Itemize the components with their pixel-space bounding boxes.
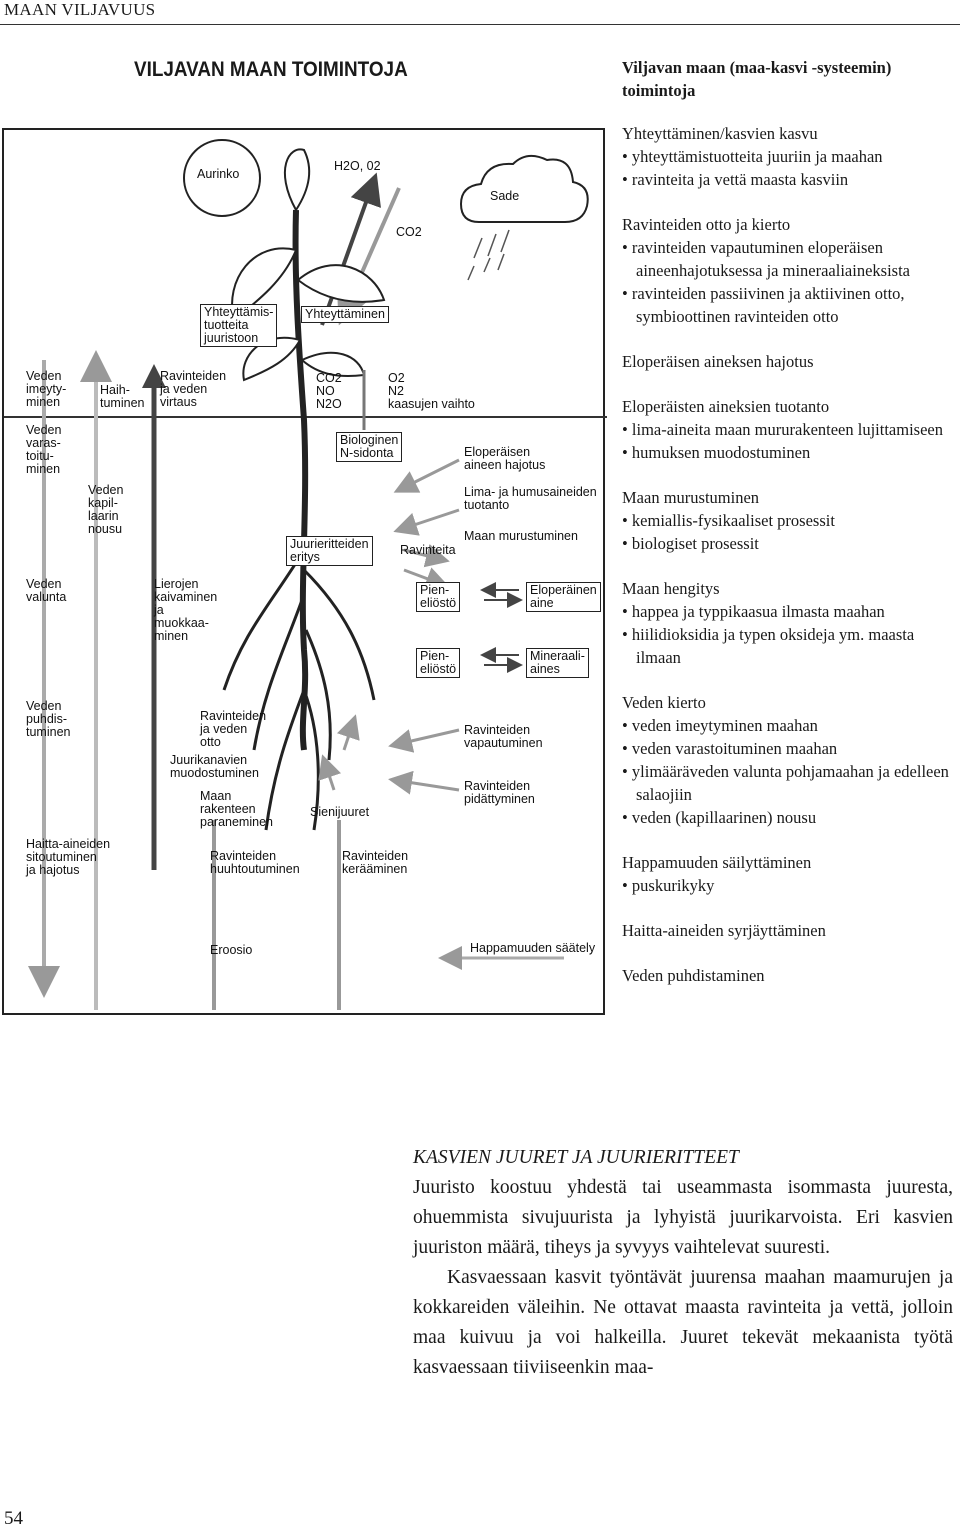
section-heading: Veden puhdistaminen — [622, 966, 765, 985]
section-eloperaisten-tuotanto: Eloperäisten aineksien tuotanto lima-ain… — [622, 395, 958, 464]
section-bullet: veden varastoituminen maahan — [622, 737, 958, 760]
label-juurieritteiden: Juurieritteiden eritys — [286, 536, 373, 566]
header-rule — [0, 24, 960, 25]
section-bullet: biologiset prosessit — [622, 532, 958, 555]
label-kapillaarinousu: Veden kapil- laarin nousu — [88, 483, 124, 536]
section-bullet: puskurikyky — [622, 874, 958, 897]
section-veden-kierto: Veden kierto veden imeytyminen maahan ve… — [622, 691, 958, 829]
section-heading: Ravinteiden otto ja kierto — [622, 215, 791, 234]
label-o2-n2: O2 N2 kaasujen vaihto — [388, 371, 475, 411]
section-bullet: hiilidioksidia ja typen oksideja ym. maa… — [622, 623, 958, 669]
label-ravinteiden-pidattyminen: Ravinteiden pidättyminen — [464, 779, 535, 806]
label-veden-valunta: Veden valunta — [26, 577, 67, 604]
section-veden-puhdistaminen: Veden puhdistaminen — [622, 964, 958, 987]
label-mineraaliaines: Mineraali- aines — [526, 648, 589, 678]
section-maan-murustuminen: Maan murustuminen kemiallis-fysikaaliset… — [622, 486, 958, 555]
label-juurikanavien: Juurikanavien muodostuminen — [170, 753, 259, 780]
page-title: VILJAVAN MAAN TOIMINTOJA — [134, 58, 408, 81]
section-yhteyttaminen: Yhteyttäminen/kasvien kasvu yhteyttämist… — [622, 122, 958, 191]
section-heading: Haitta-aineiden syrjäyttäminen — [622, 921, 826, 940]
label-lierojen: Lierojen kaivaminen ja muokkaa- minen — [154, 577, 218, 643]
label-ravinteiden-huuhtoutuminen: Ravinteiden huuhtoutuminen — [210, 849, 300, 876]
label-haihtuminen: Haih- tuminen — [100, 383, 145, 410]
label-eloperainen-aine: Eloperäinen aine — [526, 582, 601, 612]
section-bullet: kemiallis-fysikaaliset prosessit — [622, 509, 958, 532]
side-panel-title: Viljavan maan (maa-kasvi -systeemin) toi… — [622, 58, 892, 100]
section-bullet: ravinteiden vapautuminen eloperäisen ain… — [622, 236, 958, 282]
article: KASVIEN JUURET JA JUURIERITTEET Juuristo… — [413, 1143, 953, 1383]
section-bullet: ravinteiden passiivinen ja aktiivinen ot… — [622, 282, 958, 328]
label-ravinteiden-virtaus: Ravinteiden ja veden virtaus — [160, 369, 227, 409]
label-veden-puhdistuminen: Veden puhdis- tuminen — [26, 699, 71, 739]
section-bullet: ylimääräveden valunta pohjamaahan ja ede… — [622, 760, 958, 806]
label-haitta-aineiden: Haitta-aineiden sitoutuminen ja hajotus — [26, 837, 111, 877]
section-heading: Veden kierto — [622, 693, 706, 712]
soil-functions-diagram: Aurinko H2O, 02 CO2 Sade Yhteyttämis- tu… — [2, 128, 607, 1015]
section-heading: Maan murustuminen — [622, 488, 760, 507]
label-ravinteiden-keraaminen: Ravinteiden kerääminen — [342, 849, 409, 876]
running-head: MAAN VILJAVUUS — [4, 0, 156, 19]
section-heading: Maan hengitys — [622, 579, 720, 598]
article-paragraph: Kasvaessaan kasvit työntävät juurensa ma… — [413, 1267, 953, 1378]
diagram-drawing — [4, 139, 607, 1010]
label-happamuuden-saately: Happamuuden säätely — [470, 941, 596, 955]
section-bullet: humuksen muodostuminen — [622, 441, 958, 464]
section-heading: Eloperäisen aineksen hajotus — [622, 352, 814, 371]
label-lima-humus: Lima- ja humusaineiden tuotanto — [464, 485, 597, 512]
cloud-icon — [459, 154, 589, 223]
label-ravinteita: Ravinteita — [400, 543, 456, 557]
section-ravinteiden-otto: Ravinteiden otto ja kierto ravinteiden v… — [622, 213, 958, 328]
label-co2-top: CO2 — [396, 225, 422, 239]
section-heading: Happamuuden säilyttäminen — [622, 853, 812, 872]
section-bullet: yhteyttämistuotteita juuriin ja maahan — [622, 145, 958, 168]
section-bullet: ravinteita ja vettä maasta kasviin — [622, 168, 958, 191]
article-paragraph: Juuristo koostuu yhdestä tai useammasta … — [413, 1177, 953, 1258]
label-pieneliosto-2: Pien- eliöstö — [416, 648, 461, 678]
page-number: 54 — [4, 1508, 23, 1529]
label-eroosio: Eroosio — [210, 943, 253, 957]
label-veden-varastoituminen: Veden varas- toitu- minen — [26, 423, 62, 476]
section-eloperaisen-hajotus: Eloperäisen aineksen hajotus — [622, 350, 958, 373]
label-ravinteiden-vapautuminen: Ravinteiden vapautuminen — [464, 723, 543, 750]
sun-icon — [183, 139, 261, 217]
section-heading: Yhteyttäminen/kasvien kasvu — [622, 124, 818, 143]
rain-icon — [467, 229, 510, 281]
label-co2-no-n2o: CO2 NO N2O — [316, 371, 342, 411]
article-heading: KASVIEN JUURET JA JUURIERITTEET — [413, 1147, 739, 1168]
label-h2o-o2: H2O, 02 — [334, 159, 381, 173]
label-maan-rakenteen: Maan rakenteen paraneminen — [200, 789, 273, 829]
label-sienijuuret: Sienijuuret — [310, 805, 370, 819]
label-veden-imeytyminen: Veden imeyty- minen — [26, 369, 67, 409]
label-yhteyttamistuotteita: Yhteyttämis- tuotteita juuristoon — [200, 304, 278, 347]
label-maan-murustuminen: Maan murustuminen — [464, 529, 578, 543]
section-bullet: veden (kapillaarinen) nousu — [622, 806, 958, 829]
label-biologinen: Biologinen N-sidonta — [336, 432, 403, 462]
section-bullet: happea ja typpikaasua ilmasta maahan — [622, 600, 958, 623]
section-bullet: lima-aineita maan mururakenteen lujittam… — [622, 418, 958, 441]
section-heading: Eloperäisten aineksien tuotanto — [622, 397, 830, 416]
label-yhteyttaminen: Yhteyttäminen — [301, 306, 389, 323]
side-panel: Viljavan maan (maa-kasvi -systeemin) toi… — [622, 56, 958, 1009]
section-haitta-aineiden: Haitta-aineiden syrjäyttäminen — [622, 919, 958, 942]
section-bullet: veden imeytyminen maahan — [622, 714, 958, 737]
label-pieneliosto-1: Pien- eliöstö — [416, 582, 461, 612]
section-happamuuden-sailyttaminen: Happamuuden säilyttäminen puskurikyky — [622, 851, 958, 897]
section-maan-hengitys: Maan hengitys happea ja typpikaasua ilma… — [622, 577, 958, 669]
label-sade: Sade — [490, 189, 520, 203]
label-aurinko: Aurinko — [197, 167, 240, 181]
label-ravinteiden-veden-otto: Ravinteiden ja veden otto — [200, 709, 267, 749]
label-eloperaisen-hajotus: Eloperäisen aineen hajotus — [464, 445, 546, 472]
